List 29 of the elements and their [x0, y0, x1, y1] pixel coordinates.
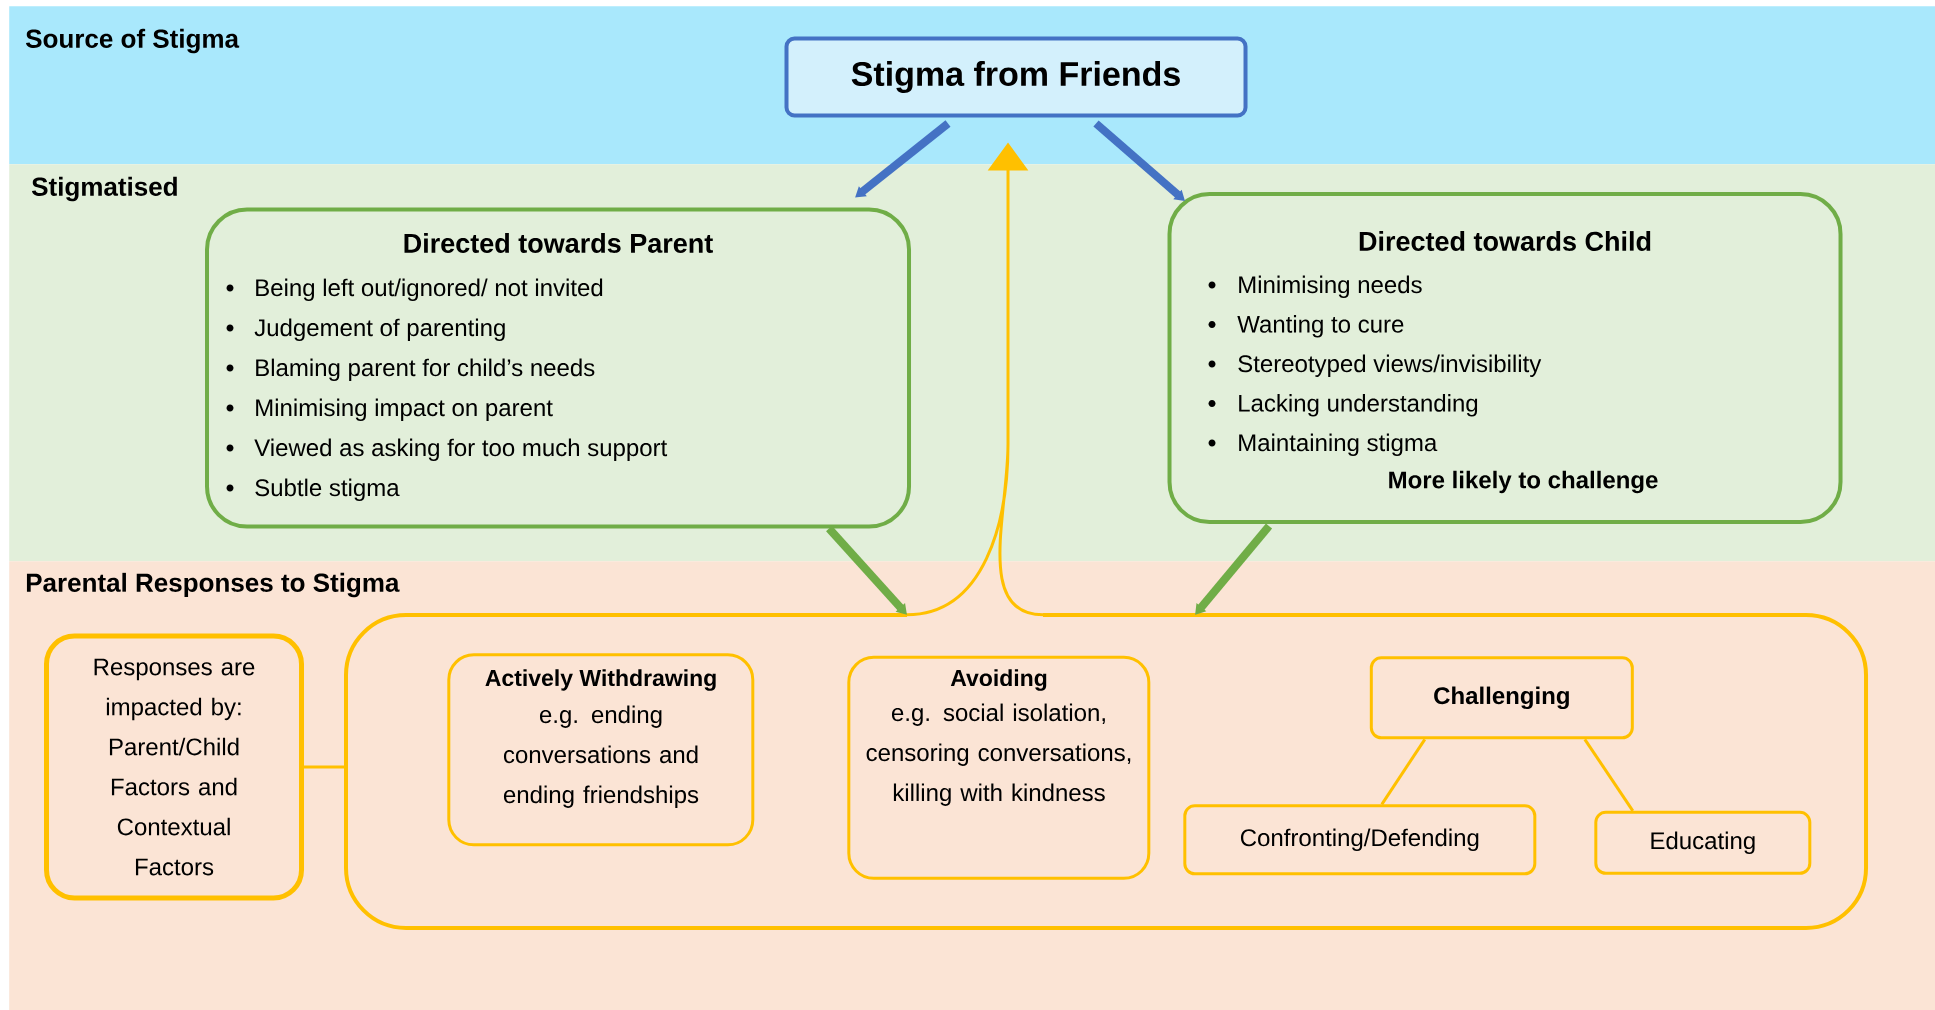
- bullet-item: Judgement of parenting: [226, 318, 505, 341]
- bullet-item: Wanting to cure: [1208, 315, 1404, 338]
- bullet-item: Subtle stigma: [226, 478, 400, 501]
- connector-line: [304, 765, 346, 769]
- title-box: Stigma from Friends: [784, 36, 1248, 118]
- card: [205, 207, 911, 529]
- strategy-box: Educating: [1594, 810, 1812, 875]
- group-outline: [344, 613, 1868, 930]
- response-box: Actively Withdrawing e.g. ending conversations and ending friendships: [447, 653, 755, 847]
- card-heading: Directed towards Child: [1359, 231, 1651, 251]
- card: [1167, 192, 1843, 524]
- card-heading: Directed towards Parent: [404, 233, 713, 253]
- connector-line: [1583, 738, 1635, 812]
- bullet-item: Stereotyped views/invisibility: [1208, 354, 1542, 377]
- response-box: Avoiding e.g. social isolation, censoring conversations, killing with kindness: [847, 655, 1151, 880]
- arrow: [826, 525, 907, 615]
- note-text: More likely to challenge: [1389, 470, 1658, 494]
- factor-box: Responses are impacted by: Parent/Child Factors and Contextual Factors: [44, 633, 304, 901]
- arrow: [1195, 523, 1273, 615]
- bullet-item: Minimising needs: [1208, 275, 1422, 298]
- connector-line: [1380, 738, 1427, 806]
- strategy-box: Confronting/Defending: [1183, 804, 1537, 876]
- response-box: Challenging: [1369, 656, 1634, 740]
- bullet-item: Minimising impact on parent: [226, 398, 553, 421]
- bullet-item: Being left out/ignored/ not invited: [226, 278, 603, 301]
- bullet-item: Maintaining stigma: [1208, 433, 1438, 456]
- bullet-item: Blaming parent for child’s needs: [226, 358, 595, 381]
- bullet-item: Viewed as asking for too much support: [226, 438, 668, 461]
- bullet-item: Lacking understanding: [1208, 394, 1478, 417]
